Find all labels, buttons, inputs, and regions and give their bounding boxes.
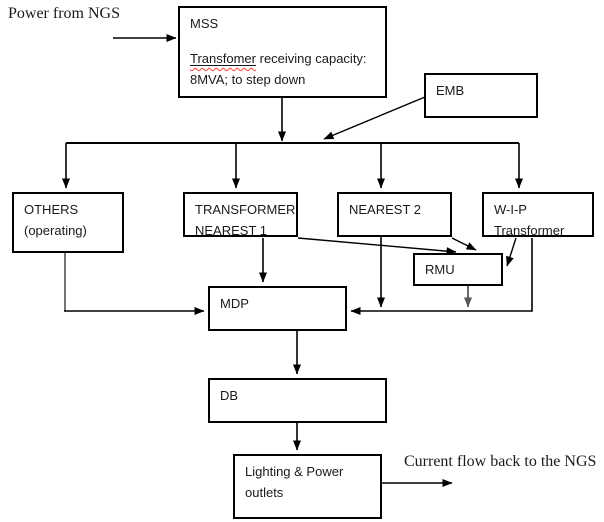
transformer-nearest-1-box: TRANSFORMER NEAREST 1 xyxy=(183,192,298,238)
db-box: DB xyxy=(208,378,387,423)
mss-misspelled-word-underline: Transfomer xyxy=(190,51,256,66)
transformer-nearest-1-line1: TRANSFORMER xyxy=(195,202,296,217)
lighting-power-outlets-line1: Lighting & Power xyxy=(245,464,344,479)
nearest-2-label: NEAREST 2 xyxy=(349,202,422,217)
arrow-nearest-2-to-rmu xyxy=(451,237,477,251)
mdp-box: MDP xyxy=(208,286,347,331)
wip-transformer-line2: Transformer xyxy=(494,223,565,238)
db-label: DB xyxy=(220,388,239,403)
rmu-box: RMU xyxy=(413,253,503,286)
wip-transformer-line1: W-I-P xyxy=(494,202,527,217)
mss-box: MSS Transfomer receiving capacity: 8MVA;… xyxy=(178,6,387,98)
rmu-label: RMU xyxy=(425,262,455,277)
emb-label: EMB xyxy=(436,83,465,98)
transformer-nearest-1-line2: NEAREST 1 xyxy=(195,223,268,238)
mss-detail-line2: 8MVA; to step down xyxy=(190,72,306,87)
mss-detail: Transfomer receiving capacity: 8MVA; to … xyxy=(190,48,379,90)
wip-transformer-box: W-I-P Transformer xyxy=(482,192,594,238)
arrow-wip-to-rmu xyxy=(506,237,517,267)
others-label-line1: OTHERS xyxy=(24,202,79,217)
mss-misspelled-word: Transfomer xyxy=(190,51,256,66)
return-flow-label: Current flow back to the NGS xyxy=(404,453,597,470)
mss-title: MSS xyxy=(190,16,219,31)
nearest-2-box: NEAREST 2 xyxy=(337,192,452,237)
mdp-label: MDP xyxy=(220,296,249,311)
others-label-line2: (operating) xyxy=(24,223,87,238)
arrow-tn1-to-rmu xyxy=(297,237,457,256)
lighting-power-outlets-line2: outlets xyxy=(245,485,284,500)
mss-detail-line1: Transfomer receiving capacity: xyxy=(190,48,379,69)
lighting-power-outlets-box: Lighting & Power outlets xyxy=(233,454,382,519)
arrow-emb-to-bus xyxy=(323,96,426,140)
power-source-label: Power from NGS xyxy=(8,5,120,22)
mss-detail-rest: receiving capacity: xyxy=(259,51,367,66)
emb-box: EMB xyxy=(424,73,538,118)
others-box: OTHERS (operating) xyxy=(12,192,124,253)
